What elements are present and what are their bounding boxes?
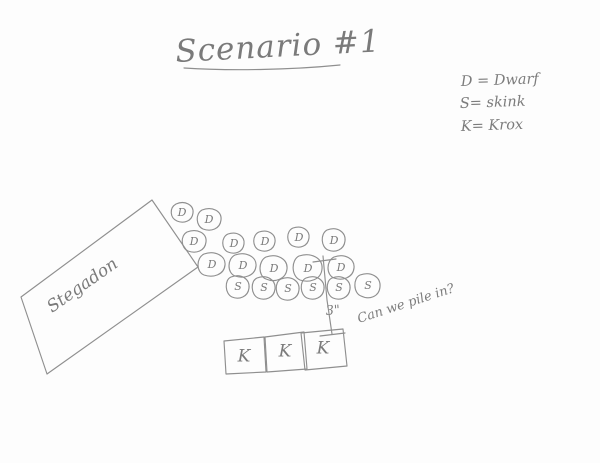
krox-box-outline bbox=[223, 336, 267, 375]
token-circle-outline bbox=[251, 276, 276, 300]
token-letter: S bbox=[284, 282, 292, 295]
skink-token: S bbox=[275, 277, 300, 301]
skink-token: S bbox=[354, 273, 381, 299]
page-title-group: Scenario #1 bbox=[175, 23, 382, 71]
krox-box-letter: K bbox=[316, 339, 331, 359]
krox-box-letter: K bbox=[278, 342, 293, 362]
token-circle-outline bbox=[181, 230, 207, 253]
dwarf-token: D bbox=[292, 254, 323, 282]
stegadon-outline bbox=[20, 199, 199, 375]
stegadon-label: Stegadon bbox=[43, 254, 121, 317]
krox-box-outline bbox=[264, 331, 308, 373]
token-letter: S bbox=[335, 281, 343, 294]
token-letter: D bbox=[189, 235, 199, 248]
token-circle-outline bbox=[253, 230, 276, 252]
token-circle-outline bbox=[321, 228, 346, 252]
dwarf-token: D bbox=[321, 228, 346, 252]
token-letter: S bbox=[309, 281, 317, 294]
token-letter: D bbox=[329, 234, 339, 247]
stegadon-base: Stegadon bbox=[20, 199, 199, 375]
dwarf-token: D bbox=[253, 230, 276, 252]
dwarf-token: D bbox=[181, 230, 207, 253]
token-letter: D bbox=[303, 262, 313, 275]
dwarf-token: D bbox=[287, 226, 310, 248]
token-circle-outline bbox=[196, 208, 222, 231]
measurement-line bbox=[322, 255, 333, 335]
token-circle-outline bbox=[222, 232, 245, 254]
token-letter: D bbox=[177, 206, 187, 219]
token-letter: D bbox=[336, 261, 346, 274]
token-circle-outline bbox=[287, 226, 310, 248]
skink-token-group: S S S S S S bbox=[225, 273, 381, 301]
page-title: Scenario #1 bbox=[175, 23, 382, 70]
dwarf-token-group: D D D D D D bbox=[170, 202, 355, 282]
dwarf-token: D bbox=[222, 232, 245, 254]
skink-token: S bbox=[326, 276, 351, 300]
token-letter: D bbox=[204, 213, 214, 226]
token-circle-outline bbox=[354, 273, 381, 299]
legend: D = Dwarf S= skink K= Krox bbox=[460, 71, 542, 135]
token-circle-outline bbox=[326, 276, 351, 300]
token-circle-outline bbox=[170, 202, 194, 223]
skink-token: S bbox=[225, 275, 250, 299]
measurement-label: 3" bbox=[325, 303, 340, 319]
dwarf-token: D bbox=[327, 255, 355, 280]
krox-box-letter: K bbox=[237, 347, 252, 367]
dwarf-token: D bbox=[197, 252, 226, 277]
legend-entry-dwarf: D = Dwarf bbox=[460, 71, 542, 90]
title-underline bbox=[183, 64, 341, 71]
dwarf-token: D bbox=[196, 208, 222, 231]
token-letter: D bbox=[207, 258, 217, 271]
token-letter: S bbox=[260, 281, 268, 294]
dwarf-token: D bbox=[228, 253, 257, 278]
token-letter: S bbox=[364, 279, 372, 292]
token-letter: D bbox=[238, 259, 248, 272]
krox-box: K bbox=[300, 328, 348, 371]
token-letter: D bbox=[229, 237, 239, 250]
krox-box-outline bbox=[300, 328, 348, 371]
krox-box-group: K K K bbox=[223, 328, 348, 375]
dwarf-token: D bbox=[170, 202, 194, 223]
skink-token: S bbox=[251, 276, 276, 300]
measurement-bottom-tick bbox=[319, 332, 346, 337]
token-circle-outline bbox=[275, 277, 300, 301]
legend-entry-skink: S= skink bbox=[460, 94, 526, 112]
token-circle-outline bbox=[228, 253, 257, 278]
measurement-3in: 3" bbox=[312, 255, 346, 337]
token-circle-outline bbox=[300, 276, 325, 300]
legend-entry-krox: K= Krox bbox=[460, 117, 524, 135]
measurement-top-tick bbox=[312, 258, 337, 263]
token-circle-outline bbox=[292, 254, 323, 282]
token-letter: S bbox=[234, 280, 242, 293]
skink-token: S bbox=[300, 276, 325, 300]
token-letter: D bbox=[294, 231, 304, 244]
krox-box: K bbox=[264, 331, 308, 373]
token-circle-outline bbox=[197, 252, 226, 277]
token-circle-outline bbox=[327, 255, 355, 280]
token-letter: D bbox=[269, 262, 279, 275]
token-circle-outline bbox=[225, 275, 250, 299]
token-letter: D bbox=[260, 235, 270, 248]
krox-box: K bbox=[223, 336, 267, 375]
